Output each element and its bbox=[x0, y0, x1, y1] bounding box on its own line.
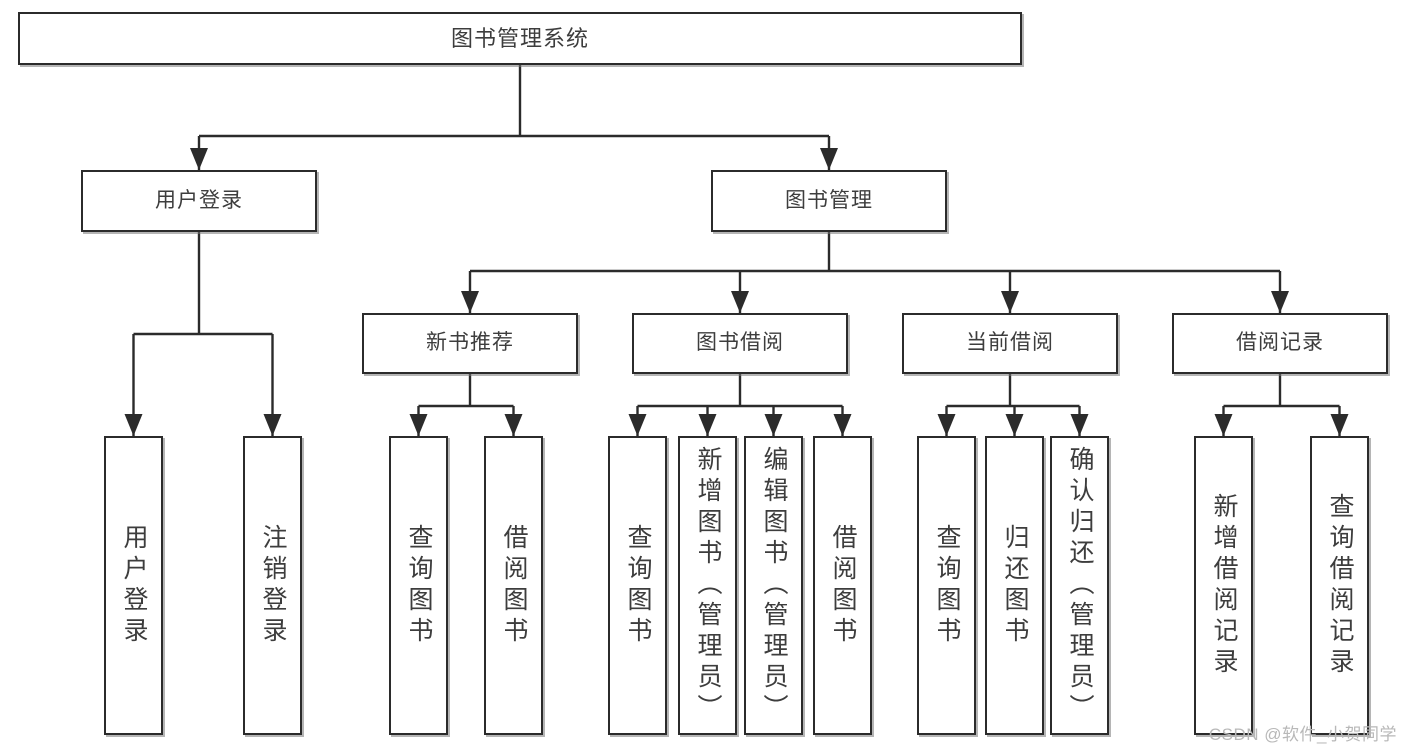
arrow-head-leaf-br-query bbox=[1330, 414, 1349, 436]
node-label-leaf-rec-query: 查询图书 bbox=[405, 523, 433, 648]
arrow-head-leaf-bb-edit bbox=[764, 414, 783, 436]
arrow-head-leaf-cb-return bbox=[1005, 414, 1024, 436]
node-label-current-borrow: 当前借阅 bbox=[966, 331, 1054, 355]
node-leaf-bb-add[interactable]: 新增图书（管理员） bbox=[678, 436, 737, 735]
node-leaf-user-login[interactable]: 用户登录 bbox=[104, 436, 163, 735]
node-leaf-user-logout[interactable]: 注销登录 bbox=[243, 436, 302, 735]
node-label-leaf-bb-add: 新增图书（管理员） bbox=[694, 446, 722, 725]
node-label-leaf-bb-edit: 编辑图书（管理员） bbox=[760, 446, 788, 725]
node-label-new-book-rec: 新书推荐 bbox=[426, 331, 514, 355]
arrow-head-leaf-cb-confirm bbox=[1070, 414, 1089, 436]
arrow-head-book-borrow bbox=[731, 291, 749, 313]
arrow-head-leaf-bb-add bbox=[698, 414, 717, 436]
node-label-book-manage: 图书管理 bbox=[785, 188, 873, 212]
node-label-leaf-cb-confirm: 确认归还（管理员） bbox=[1066, 446, 1094, 725]
node-label-root: 图书管理系统 bbox=[450, 25, 589, 51]
arrow-head-borrow-record bbox=[1271, 291, 1289, 313]
node-root[interactable]: 图书管理系统 bbox=[18, 12, 1022, 65]
node-label-leaf-br-query: 查询借阅记录 bbox=[1326, 492, 1354, 679]
arrow-head-new-book-rec bbox=[461, 291, 479, 313]
node-leaf-bb-borrow[interactable]: 借阅图书 bbox=[813, 436, 872, 735]
node-leaf-cb-query[interactable]: 查询图书 bbox=[917, 436, 976, 735]
node-label-leaf-rec-borrow: 借阅图书 bbox=[500, 523, 528, 648]
arrow-head-leaf-bb-borrow bbox=[833, 414, 852, 436]
csdn-watermark: CSDN @软件_小贺同学 bbox=[1208, 725, 1397, 744]
node-label-leaf-bb-query: 查询图书 bbox=[624, 523, 652, 648]
node-leaf-cb-confirm[interactable]: 确认归还（管理员） bbox=[1050, 436, 1109, 735]
arrow-head-leaf-user-logout bbox=[263, 414, 282, 436]
node-leaf-bb-edit[interactable]: 编辑图书（管理员） bbox=[744, 436, 803, 735]
node-label-user-login: 用户登录 bbox=[155, 188, 243, 212]
node-label-leaf-bb-borrow: 借阅图书 bbox=[829, 523, 857, 648]
node-label-leaf-cb-return: 归还图书 bbox=[1001, 523, 1029, 648]
node-user-login[interactable]: 用户登录 bbox=[81, 170, 317, 232]
node-leaf-rec-borrow[interactable]: 借阅图书 bbox=[484, 436, 543, 735]
arrow-head-leaf-bb-query bbox=[628, 414, 647, 436]
arrow-head-leaf-cb-query bbox=[937, 414, 956, 436]
node-label-borrow-record: 借阅记录 bbox=[1236, 331, 1324, 355]
arrow-head-leaf-rec-borrow bbox=[504, 414, 523, 436]
arrow-head-book-manage bbox=[820, 148, 838, 170]
node-label-leaf-user-logout: 注销登录 bbox=[259, 523, 287, 648]
node-leaf-br-add[interactable]: 新增借阅记录 bbox=[1194, 436, 1253, 735]
node-label-leaf-br-add: 新增借阅记录 bbox=[1210, 492, 1238, 679]
node-label-book-borrow: 图书借阅 bbox=[696, 331, 784, 355]
node-book-manage[interactable]: 图书管理 bbox=[711, 170, 947, 232]
arrow-head-leaf-br-add bbox=[1214, 414, 1233, 436]
node-leaf-rec-query[interactable]: 查询图书 bbox=[389, 436, 448, 735]
node-new-book-rec[interactable]: 新书推荐 bbox=[362, 313, 578, 374]
node-leaf-bb-query[interactable]: 查询图书 bbox=[608, 436, 667, 735]
arrow-head-leaf-rec-query bbox=[409, 414, 428, 436]
node-current-borrow[interactable]: 当前借阅 bbox=[902, 313, 1118, 374]
arrow-head-current-borrow bbox=[1001, 291, 1019, 313]
arrow-head-user-login bbox=[190, 148, 208, 170]
node-leaf-cb-return[interactable]: 归还图书 bbox=[985, 436, 1044, 735]
node-label-leaf-cb-query: 查询图书 bbox=[933, 523, 961, 648]
arrow-head-leaf-user-login bbox=[124, 414, 143, 436]
node-leaf-br-query[interactable]: 查询借阅记录 bbox=[1310, 436, 1369, 735]
node-borrow-record[interactable]: 借阅记录 bbox=[1172, 313, 1388, 374]
node-label-leaf-user-login: 用户登录 bbox=[120, 523, 148, 648]
node-book-borrow[interactable]: 图书借阅 bbox=[632, 313, 848, 374]
